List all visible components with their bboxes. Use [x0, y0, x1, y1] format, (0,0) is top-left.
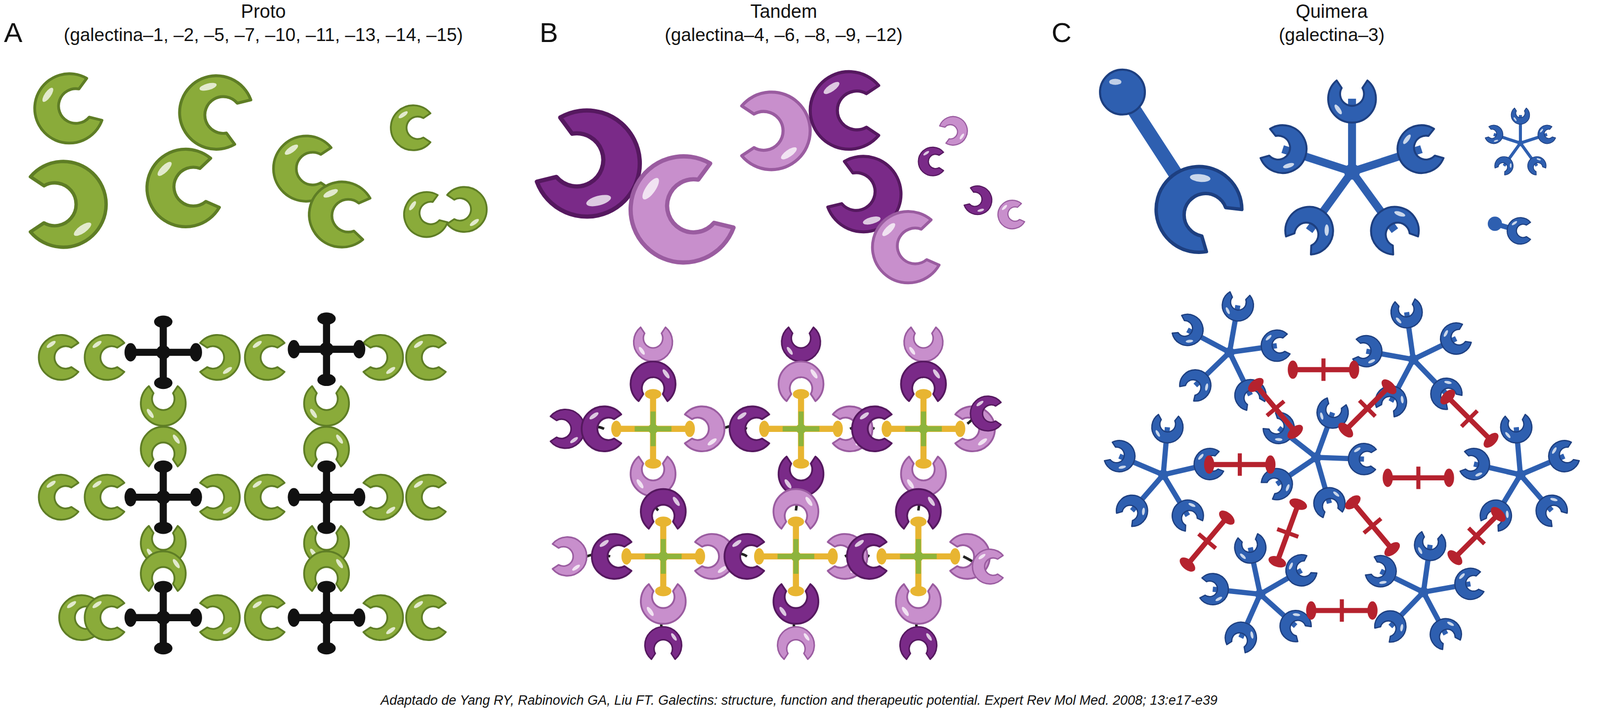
chimera-lattice: [1096, 282, 1587, 664]
proto-galectins: [24, 65, 487, 252]
panel-letter: C: [1051, 16, 1072, 49]
panel-subtitle: (galectina–4, –6, –8, –9, –12): [664, 24, 903, 46]
source-caption: Adaptado de Yang RY, Rabinovich GA, Liu …: [380, 692, 1218, 709]
tandem-ligands: [611, 388, 966, 596]
tandem-links: [586, 361, 973, 631]
tandem-lattice: [550, 327, 1004, 660]
panel-subtitle: (galectina–3): [1278, 24, 1385, 46]
panel-subtitle: (galectina–1, –2, –5, –7, –10, –11, –13,…: [63, 24, 464, 46]
chimera-ligands: [1175, 358, 1510, 622]
tandem-galectins: [530, 71, 1026, 289]
panel-title: Proto: [241, 0, 287, 23]
proto-lattice: [38, 335, 446, 640]
panel-letter: A: [3, 16, 23, 49]
chimera-galectins: [1099, 69, 1557, 264]
panel-title: Quimera: [1295, 0, 1368, 23]
panel-title: Tandem: [750, 0, 817, 23]
proto-ligands: [124, 312, 366, 655]
panel-letter: B: [539, 16, 558, 49]
